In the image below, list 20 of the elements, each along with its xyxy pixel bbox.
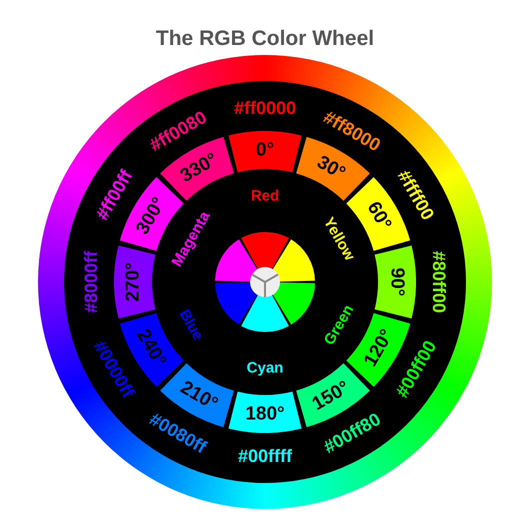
hue-segment (228, 391, 302, 433)
hue-segment (114, 245, 156, 319)
degree-label: 90° (388, 268, 406, 296)
title: The RGB Color Wheel (154, 27, 376, 51)
degree-label: 150° (309, 378, 353, 414)
hex-code-label: #00ffff (238, 447, 292, 465)
degree-label: 180° (245, 404, 285, 424)
hue-segment (374, 245, 416, 319)
hue-segment (228, 131, 302, 173)
hex-code-label: #ff0000 (234, 99, 296, 117)
degree-label: 30° (314, 152, 348, 184)
degree-label: 0° (256, 140, 274, 160)
degree-label: 210° (177, 378, 221, 414)
degree-label: 60° (364, 198, 395, 234)
degree-label: 330° (177, 150, 221, 186)
degree-label: 270° (124, 262, 142, 302)
hex-code-label: #8000ff (82, 250, 100, 314)
color-name-label: Red (250, 188, 280, 204)
color-name-label: Cyan (246, 360, 284, 376)
hex-code-label: #80ff00 (430, 250, 448, 314)
